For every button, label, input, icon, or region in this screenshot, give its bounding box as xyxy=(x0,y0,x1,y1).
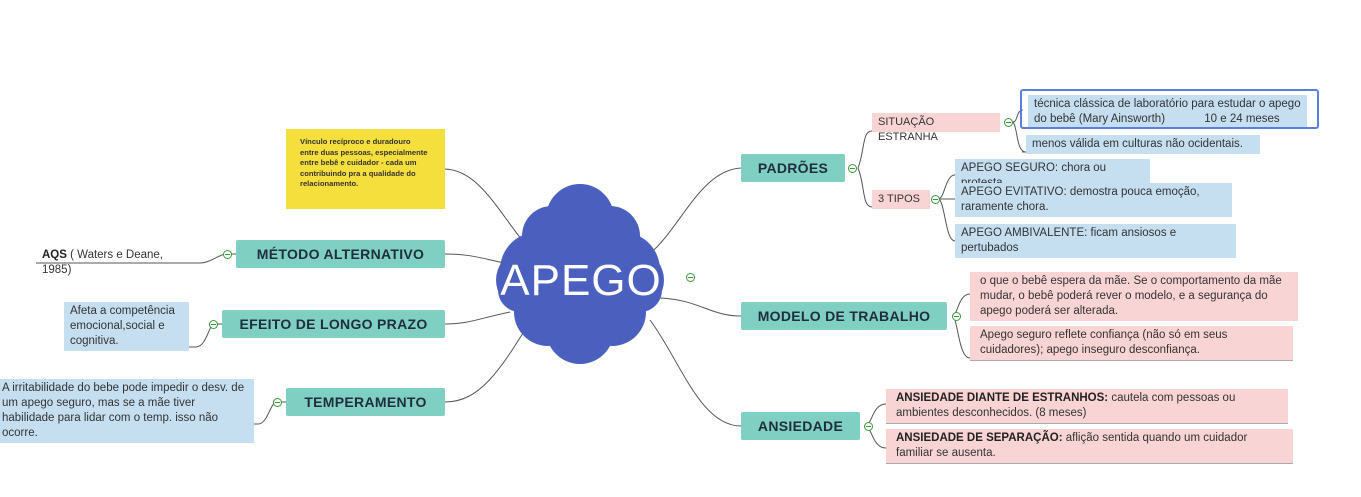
link-tipos xyxy=(857,167,873,208)
ansiedade-estranhos-text: cautela com pessoas ou ambientes desconh… xyxy=(896,392,1236,419)
situacao-tecnica-text: técnica clássica de laboratório para est… xyxy=(1034,98,1301,125)
leaf-apego-ambivalente[interactable]: APEGO AMBIVALENTE: ficam ansiosos e pert… xyxy=(955,224,1236,258)
leaf-aqs[interactable]: AQS ( Waters e Deane, 1985) xyxy=(36,246,201,280)
padroes-collapse-toggle[interactable] xyxy=(848,164,857,173)
subtopic-situacao-estranha[interactable]: SITUAÇÃO ESTRANHA xyxy=(872,113,1000,143)
tipos-collapse-toggle[interactable] xyxy=(931,195,940,204)
situacao-collapse-toggle[interactable] xyxy=(1004,118,1013,127)
leaf-modelo-espera[interactable]: o que o bebê espera da mãe. Se o comport… xyxy=(970,272,1298,321)
subtopic-3-tipos[interactable]: 3 TIPOS xyxy=(872,190,930,209)
topic-ansiedade[interactable]: ANSIEDADE xyxy=(741,412,860,440)
selection-frame xyxy=(1020,89,1319,129)
ansiedade-separacao-bold: ANSIEDADE DE SEPARAÇÃO: xyxy=(896,432,1063,444)
leaf-situacao-culturas[interactable]: menos válida em culturas não ocidentais. xyxy=(1026,135,1260,154)
ansiedade-separacao-text: aflição sentida quando um cuidador famil… xyxy=(896,432,1248,459)
temperamento-collapse-toggle[interactable] xyxy=(273,398,282,407)
situacao-tecnica-age: 10 e 24 meses xyxy=(1204,113,1280,125)
ansiedade-estranhos-bold: ANSIEDADE DIANTE DE ESTRANHOS: xyxy=(896,392,1109,404)
metodo-collapse-toggle[interactable] xyxy=(223,250,232,259)
link-ansiedade xyxy=(649,319,742,427)
link-modelo xyxy=(659,297,742,317)
topic-padroes[interactable]: PADRÕES xyxy=(741,154,845,182)
aqs-text: ( Waters e Deane, 1985) xyxy=(42,249,164,276)
topic-efeito-longo-prazo[interactable]: EFEITO DE LONGO PRAZO xyxy=(222,310,445,338)
central-cloud xyxy=(496,184,664,364)
leaf-situacao-tecnica[interactable]: técnica clássica de laboratório para est… xyxy=(1028,95,1307,129)
topic-metodo-alternativo[interactable]: MÉTODO ALTERNATIVO xyxy=(236,240,445,268)
topic-modelo-de-trabalho[interactable]: MODELO DE TRABALHO xyxy=(741,302,947,330)
central-topic[interactable]: APEGO xyxy=(500,256,662,305)
link-sit-leaf2 xyxy=(1012,121,1027,153)
leaf-ansiedade-separacao[interactable]: ANSIEDADE DE SEPARAÇÃO: aflição sentida … xyxy=(886,429,1293,463)
leaf-temperamento[interactable]: A irritabilidade do bebe pode impedir o … xyxy=(0,379,254,443)
link-metodo xyxy=(444,253,506,264)
modelo-collapse-toggle[interactable] xyxy=(952,312,961,321)
leaf-efeito[interactable]: Afeta a competência emocional,social e c… xyxy=(64,302,189,351)
central-collapse-toggle[interactable] xyxy=(686,273,695,282)
leaf-apego-evitativo[interactable]: APEGO EVITATIVO: demostra pouca emoção, … xyxy=(955,183,1232,217)
aqs-bold: AQS xyxy=(42,249,67,261)
efeito-collapse-toggle[interactable] xyxy=(209,320,218,329)
link-efeito xyxy=(444,311,511,325)
link-situacao xyxy=(857,130,873,169)
ansiedade-collapse-toggle[interactable] xyxy=(864,422,873,431)
leaf-modelo-confianca[interactable]: Apego seguro reflete confiança (não só e… xyxy=(970,326,1293,360)
definition-note[interactable]: Vínculo recíproco e duradouro entre duas… xyxy=(286,129,445,209)
topic-temperamento[interactable]: TEMPERAMENTO xyxy=(286,388,445,416)
link-padroes xyxy=(647,167,742,256)
link-temperamento xyxy=(444,321,531,403)
leaf-ansiedade-estranhos[interactable]: ANSIEDADE DIANTE DE ESTRANHOS: cautela c… xyxy=(886,389,1288,423)
